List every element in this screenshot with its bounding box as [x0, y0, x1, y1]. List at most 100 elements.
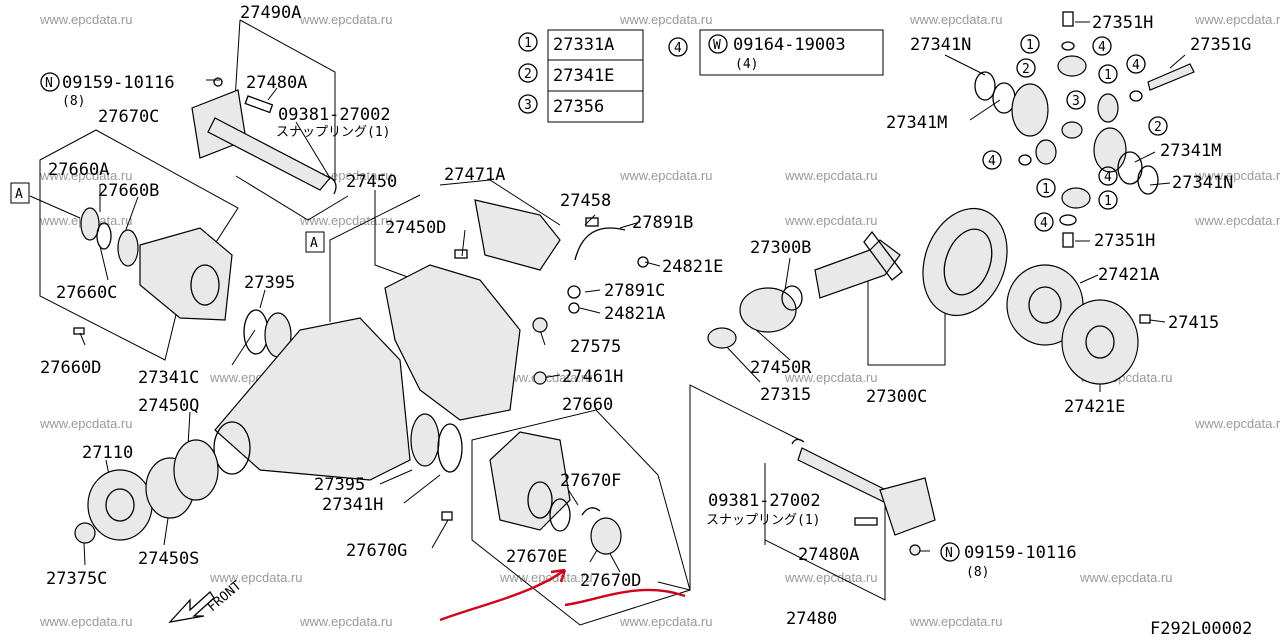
watermark: www.epcdata.ru: [1194, 213, 1280, 228]
leader-line: [1079, 274, 1099, 284]
callout-4: 4: [1098, 40, 1106, 55]
part-label-27490A: 27490A: [240, 3, 301, 23]
leader-line: [379, 469, 413, 485]
part-label-27300B: 27300B: [750, 238, 811, 258]
differential-carrier: [213, 199, 649, 481]
part-label-27461H: 27461H: [562, 367, 623, 387]
leader-line: [619, 221, 641, 229]
legend-num: 2: [524, 67, 532, 82]
leader-line: [231, 329, 256, 366]
part-label-27575: 27575: [570, 337, 621, 357]
part-label-27450R: 27450R: [750, 358, 812, 378]
legend-w-qty: (4): [735, 57, 758, 72]
part-label-27660B: 27660B: [98, 181, 159, 201]
watermark: www.epcdata.ru: [909, 614, 1003, 629]
leader-line: [461, 229, 466, 257]
part-label-27660A: 27660A: [48, 160, 109, 180]
callout-1: 1: [1042, 182, 1050, 197]
part-label-27421E: 27421E: [1064, 397, 1125, 417]
part-label-09159-10116: 09159-10116: [964, 543, 1077, 563]
watermark: www.epcdata.ru: [299, 12, 393, 27]
leader-line: [784, 257, 791, 291]
leader-line: [944, 54, 986, 76]
highlight-arrow: [439, 568, 686, 622]
part-label-27351H: 27351H: [1094, 231, 1155, 251]
part-label-qty: (8): [62, 94, 85, 109]
leader-line: [867, 280, 946, 366]
part-label-27375C: 27375C: [46, 569, 107, 589]
part-label-27670E: 27670E: [506, 547, 567, 567]
leader-line: [969, 99, 1001, 121]
legend-part: 27331A: [553, 35, 614, 55]
part-label-27660C: 27660C: [56, 283, 117, 303]
leader-line: [1169, 54, 1186, 69]
part-label-27670D: 27670D: [580, 571, 641, 591]
watermark: www.epcdata.ru: [39, 12, 133, 27]
watermark: www.epcdata.ru: [784, 213, 878, 228]
legend-table: 1 27331A 2 27341E 3 27356 4 W 09164-1900…: [518, 29, 884, 123]
leader-line: [724, 344, 761, 383]
callout-2: 2: [1154, 120, 1162, 135]
part-label-snap-ring: スナップリング(1): [706, 513, 820, 528]
part-label-27450D: 27450D: [385, 218, 446, 238]
watermark: www.epcdata.ru: [39, 614, 133, 629]
leader-line: [235, 175, 349, 221]
part-label-09159-10116: 09159-10116: [62, 73, 175, 93]
leader-line: [579, 307, 601, 314]
watermark: www.epcdata.ru: [619, 168, 713, 183]
bearing-retainer: [489, 431, 622, 555]
watermark: www.epcdata.ru: [1194, 168, 1280, 183]
leader-line: [187, 411, 191, 446]
legend-part: 27356: [553, 97, 604, 117]
nut-symbol: [40, 72, 60, 92]
part-label-27341H: 27341H: [322, 495, 383, 515]
callout-4: 4: [1132, 58, 1140, 73]
ring-gear: [922, 207, 1008, 317]
legend-num: 3: [524, 98, 532, 113]
seal-parts-left: [73, 207, 233, 335]
leader-line: [657, 384, 801, 591]
leader-line: [29, 195, 81, 219]
part-label-snap-ring: スナップリング(1): [276, 125, 390, 140]
drive-pinion: [707, 230, 903, 349]
leader-line: [99, 245, 109, 281]
leader-line: [329, 194, 421, 322]
leader-line: [403, 474, 441, 504]
ref-marker-a-left: A: [10, 182, 30, 204]
part-label-27480: 27480: [786, 609, 837, 629]
leader-line: [83, 542, 86, 566]
legend-part: 27341E: [553, 66, 614, 86]
part-label-27891C: 27891C: [604, 281, 665, 301]
watermark: www.epcdata.ru: [39, 168, 133, 183]
companion-flange: [74, 439, 219, 544]
callout-2: 2: [1022, 62, 1030, 77]
diagram-code: F292L00002: [1150, 619, 1252, 639]
part-label-27351G: 27351G: [1190, 35, 1251, 55]
leader-line: [1134, 151, 1156, 163]
part-label-27670F: 27670F: [560, 471, 621, 491]
leader-line: [584, 289, 601, 293]
callout-1: 1: [1104, 68, 1112, 83]
part-label-09381-27002: 09381-27002: [708, 491, 821, 511]
watermark: www.epcdata.ru: [784, 570, 878, 585]
leader-line: [1149, 182, 1171, 186]
part-label-27415: 27415: [1168, 313, 1219, 333]
part-label-27450Q: 27450Q: [138, 396, 199, 416]
part-label-27341C: 27341C: [138, 368, 199, 388]
watermark: www.epcdata.ru: [39, 416, 133, 431]
legend-w-num: 4: [674, 41, 682, 56]
callout-3: 3: [1072, 94, 1080, 109]
watermark: www.epcdata.ru: [299, 213, 393, 228]
watermark: www.epcdata.ru: [1194, 12, 1280, 27]
callout-4: 4: [1104, 170, 1112, 185]
front-direction-arrow: FRONT: [168, 578, 245, 623]
watermark: www.epcdata.ru: [1194, 416, 1280, 431]
part-label-27395: 27395: [314, 475, 365, 495]
watermark: www.epcdata.ru: [209, 570, 303, 585]
watermark: www.epcdata.ru: [619, 12, 713, 27]
leader-line: [79, 332, 86, 346]
part-label-27110: 27110: [82, 443, 133, 463]
axle-shaft-left: [191, 77, 337, 195]
part-label-24821A: 24821A: [604, 304, 665, 324]
